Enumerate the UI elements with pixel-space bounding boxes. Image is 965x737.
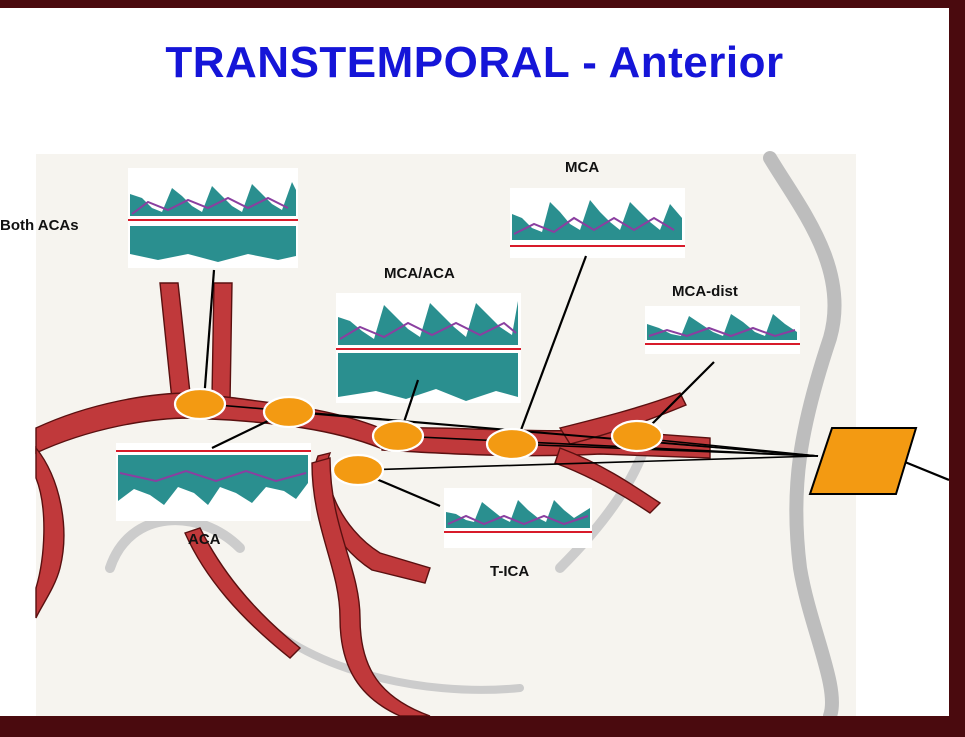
sample-volumes (173, 387, 664, 487)
label-mca-dist: MCA-dist (672, 283, 738, 300)
spectrum-mca (510, 188, 685, 258)
sample-volume-mca-dist (610, 419, 664, 453)
slide-title: TRANSTEMPORAL - Anterior (165, 38, 784, 87)
sample-volume-t-ica (331, 453, 385, 487)
label-mca: MCA (565, 159, 599, 176)
spectrum-mca-aca (336, 293, 521, 403)
label-t-ica: T-ICA (490, 563, 529, 580)
sample-volume-aca (262, 395, 316, 429)
spectrum-t-ica (444, 488, 592, 548)
sample-volume-mca-aca (371, 419, 425, 453)
label-aca: ACA (188, 531, 221, 548)
pointer-lines (202, 255, 949, 508)
spectrum-aca (116, 443, 311, 521)
label-both-acas: Both ACAs (0, 217, 79, 234)
label-mca-aca: MCA/ACA (384, 265, 455, 282)
sample-volume-mca (485, 427, 539, 461)
spectrum-both-acas (128, 168, 298, 268)
slide: TRANSTEMPORAL - Anterior (0, 8, 949, 716)
diagram: Both ACAs MCA MCA/ACA MCA-dist ACA T-ICA (0, 151, 949, 716)
ultrasound-probe (808, 427, 918, 495)
spectrum-mca-dist (645, 306, 800, 354)
sample-volume-both-acas (173, 387, 227, 421)
